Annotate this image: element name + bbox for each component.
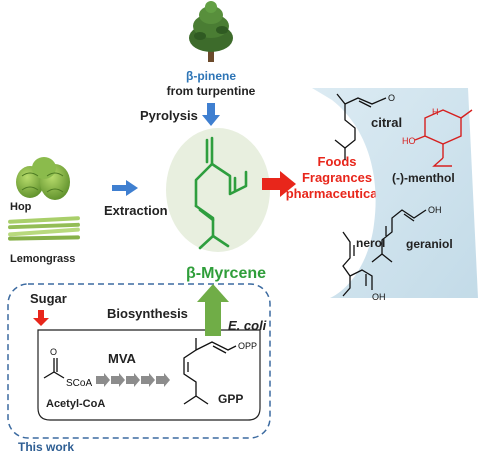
application-foods: Foods [318,154,357,169]
menthol-ho-label: HO [402,136,416,146]
geraniol-oh-label: OH [428,205,442,215]
acetyl-coa-label: Acetyl-CoA [46,398,105,410]
geraniol-label: geraniol [406,237,453,251]
sugar-arrow [33,310,49,326]
application-pharmaceuticals: pharmaceuticals [286,186,389,201]
citral-structure [334,93,387,160]
beta-pinene-label: β-pinene [186,69,236,83]
lemongrass-label: Lemongrass [10,253,75,265]
myrcene-structure [194,136,248,250]
citral-aldehyde-label: O [388,93,395,103]
sugar-label: Sugar [30,291,67,306]
nerol-oh-label: OH [372,292,386,302]
gpp-label: GPP [218,392,243,406]
mva-pathway-arrows [96,373,170,387]
extraction-arrow [112,180,138,196]
myrcene-oval [166,128,270,252]
ecoli-cell-box [37,329,261,421]
pyrolysis-label: Pyrolysis [140,108,198,123]
menthol-structure [414,109,473,167]
acetyl-oxygen-label: O [50,347,57,357]
hop-cone-icon [16,157,70,200]
myrcene-label: β-Myrcene [186,265,266,282]
nerol-structure [342,231,373,297]
pyrolysis-arrow [202,103,220,126]
mva-label: MVA [108,351,137,366]
turpentine-label: from turpentine [167,84,256,98]
citral-label: citral [371,115,402,130]
scoa-label: SCoA [66,378,92,389]
biosynthesis-label: Biosynthesis [107,306,188,321]
lemongrass-stalks-icon [8,216,80,241]
this-work-label: This work [18,440,74,454]
nerol-label: nerol [356,236,385,250]
geraniol-structure [371,209,427,263]
this-work-box [7,283,271,439]
pine-tree-icon [189,1,233,62]
extraction-label: Extraction [104,203,168,218]
biosynthesis-arrow [197,284,229,336]
opp-label: OPP [238,341,257,351]
menthol-label: (-)-menthol [392,171,455,185]
application-fragrances: Fragrances [302,170,372,185]
hop-label: Hop [10,201,32,213]
applications-arrow [262,171,296,197]
acetyl-coa-structure [43,358,65,379]
ecoli-label: E. coli [228,318,267,333]
gpp-structure [183,338,237,405]
menthol-h-label: H [432,107,439,117]
